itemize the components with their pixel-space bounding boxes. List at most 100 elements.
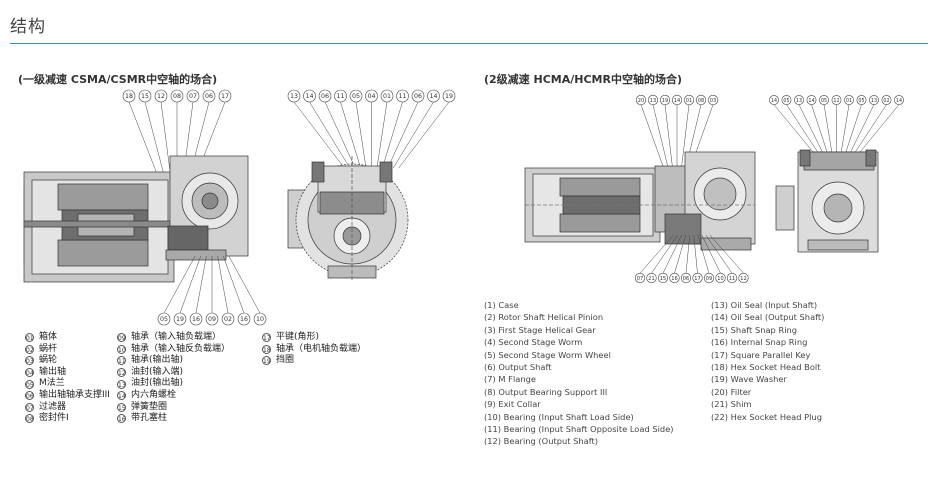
left-end-callout-leader (340, 101, 361, 169)
left-callout-bottom-number: 10 (256, 316, 264, 323)
left-callout-leader (128, 101, 161, 183)
right-callout-bottom-circle (634, 272, 646, 284)
right-end-callout-circle (819, 95, 829, 105)
legend-text: 密封件I (39, 413, 69, 424)
right-callout-circle (707, 94, 719, 106)
left-callout-number: 06 (205, 93, 213, 100)
legend-number: 12 (117, 368, 126, 378)
right-end-callout-number: 05 (821, 98, 827, 104)
legend-number: 08 (25, 414, 34, 424)
left-callout-circle (186, 89, 200, 103)
legend-number: 13 (117, 379, 126, 389)
right-end-callout-leader (845, 104, 862, 155)
right-callout-bottom-leader (639, 234, 674, 274)
legend-item: (4) Second Stage Worm (484, 337, 583, 348)
two-stage-side-view (524, 151, 756, 251)
right-callout-bottom-leader (693, 234, 698, 274)
right-end-callout-leader (773, 104, 815, 155)
right-callout-bottom-circle (703, 272, 715, 284)
right-callout-bottom-circle (726, 272, 738, 284)
left-callout-number: 18 (125, 93, 133, 100)
left-callout-bottom-number: 05 (160, 316, 168, 323)
left-end-callout-circle (334, 89, 347, 103)
left-end-callout-number: 04 (367, 93, 375, 100)
right-end-callout-number: 05 (858, 98, 864, 104)
right-end-callout-circle (844, 95, 854, 105)
legend-item: (2) Rotor Shaft Helical Pinion (484, 312, 604, 323)
left-callout-circle (122, 89, 136, 103)
right-callout-number: 14 (674, 98, 680, 104)
right-end-callout-leader (849, 104, 875, 155)
right-end-callout-number: 14 (771, 98, 777, 104)
right-callout-bottom-number: 12 (740, 276, 746, 282)
right-callout-bottom-number: 15 (660, 276, 666, 282)
left-callout-circle (218, 89, 232, 103)
left-end-callout-number: 11 (398, 93, 406, 100)
left-end-callout-leader (392, 101, 434, 169)
legend-text: 蜗轮 (39, 355, 58, 366)
legend-text: 平键(角形) (276, 332, 320, 342)
legend-number: 14 (117, 391, 126, 401)
legend-number: 06 (25, 391, 34, 401)
left-callout-circle (138, 89, 152, 103)
left-callout-bottom-leader (222, 255, 245, 314)
left-end-callout-leader (324, 101, 356, 169)
right-callout-circle (695, 94, 707, 106)
right-callout-number: 03 (710, 98, 716, 104)
legend-text: 轴承(输出轴) (131, 355, 184, 366)
legend-text: 输出轴轴承支撑III (39, 389, 110, 400)
right-callout-leader (664, 104, 674, 171)
legend-item: (8) Output Bearing Support III (484, 386, 608, 397)
left-callout-bottom-leader (163, 255, 196, 314)
left-end-callout-number: 14 (305, 93, 313, 100)
right-callout-circle (647, 94, 659, 106)
legend-text: 输出轴 (39, 366, 67, 377)
right-end-callout-circle (869, 95, 879, 105)
legend-text: 弹簧垫圈 (131, 401, 168, 412)
legend-item: 06 输出轴轴承支撑III (25, 390, 110, 402)
legend-number: 02 (25, 344, 34, 354)
right-callout-bottom-circle (692, 272, 703, 284)
right-callout-bottom-circle (646, 272, 657, 284)
right-callout-bottom-number: 17 (694, 276, 700, 282)
right-callout-bottom-leader (705, 234, 733, 274)
right-callout-bottom-leader (709, 234, 744, 274)
legend-text: 油封(输入端) (131, 366, 184, 377)
right-callout-bottom-leader (651, 234, 678, 274)
legend-number: 05 (25, 379, 34, 389)
page-title: 结构 (10, 17, 46, 37)
left-callout-bottom-circle (173, 312, 187, 326)
legend-item: (3) First Stage Helical Gear (484, 324, 596, 335)
right-end-callout-number: 12 (833, 98, 839, 104)
legend-text: 蜗杆 (39, 343, 58, 354)
right-end-callout-circle (794, 95, 804, 105)
title-divider (10, 43, 928, 44)
right-end-callout-number: 05 (783, 98, 789, 104)
legend-item: 12 油封(输入端) (117, 367, 230, 379)
right-end-callout-leader (840, 104, 850, 155)
left-end-callout-number: 05 (352, 93, 360, 100)
right-end-callout-circle (769, 95, 779, 105)
left-end-callout-number: 13 (290, 93, 298, 100)
legend-number: 04 (25, 368, 34, 378)
left-callout-bottom-leader (195, 255, 207, 314)
left-end-callout-circle (303, 89, 316, 103)
right-callout-bottom-circle (738, 272, 749, 284)
right-end-callout-leader (823, 104, 833, 155)
right-callout-bottom-leader (674, 234, 686, 274)
right-callout-bottom-number: 10 (717, 276, 723, 282)
legend-item: (17) Square Parallel Key (711, 349, 811, 360)
legend-item: (15) Shaft Snap Ring (711, 324, 798, 335)
end-view-gearmotor (287, 156, 409, 282)
right-callout-bottom-circle (657, 272, 669, 284)
